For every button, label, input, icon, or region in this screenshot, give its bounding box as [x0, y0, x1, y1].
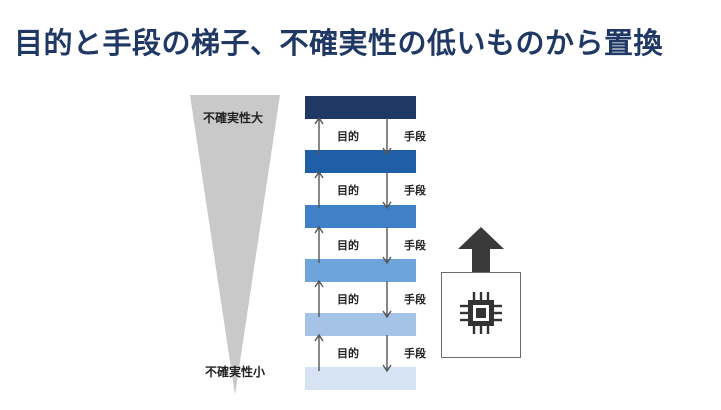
means-label: 手段: [404, 293, 426, 306]
chip-box: [441, 272, 521, 358]
down-arrow-icon: [382, 172, 392, 210]
purpose-label: 目的: [337, 347, 359, 360]
up-arrow-icon: [314, 333, 324, 371]
means-label: 手段: [404, 130, 426, 143]
means-label: 手段: [404, 347, 426, 360]
uncertainty-low-label: 不確実性小: [205, 365, 266, 379]
down-arrow-icon: [382, 118, 392, 156]
down-arrow-icon: [382, 281, 392, 319]
down-arrow-icon: [382, 227, 392, 265]
down-arrow-icon: [382, 335, 392, 373]
ladder-level-2: [305, 150, 416, 173]
purpose-label: 目的: [337, 184, 359, 197]
uncertainty-high-label: 不確実性大: [203, 111, 264, 125]
ladder-level-4: [305, 259, 416, 282]
page-title: 目的と手段の梯子、不確実性の低いものから置換: [14, 26, 664, 60]
up-arrow-icon: [314, 116, 324, 154]
means-label: 手段: [404, 184, 426, 197]
purpose-label: 目的: [337, 293, 359, 306]
ladder-level-6: [305, 367, 416, 390]
up-arrow-icon: [458, 227, 504, 273]
purpose-label: 目的: [337, 239, 359, 252]
ladder-level-3: [305, 205, 416, 228]
up-arrow-icon: [314, 170, 324, 208]
up-arrow-icon: [314, 279, 324, 317]
ladder-level-1: [305, 96, 416, 119]
ladder-level-5: [305, 313, 416, 336]
means-label: 手段: [404, 239, 426, 252]
purpose-label: 目的: [337, 130, 359, 143]
chip-icon: [460, 292, 502, 334]
up-arrow-icon: [314, 225, 324, 263]
uncertainty-cone: [190, 95, 280, 395]
